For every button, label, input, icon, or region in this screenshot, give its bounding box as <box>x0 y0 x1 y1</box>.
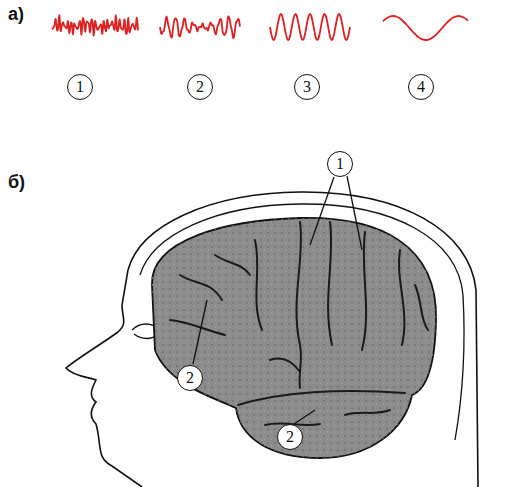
callout-text: 2 <box>196 79 204 95</box>
eeg-wave <box>52 15 138 36</box>
callout-text: 2 <box>286 429 294 445</box>
sulci <box>170 222 428 425</box>
eeg-wave <box>270 14 350 40</box>
brain <box>152 218 436 458</box>
leader-lines <box>193 176 362 424</box>
callout-number: 4 <box>408 74 434 100</box>
panel-label: б) <box>8 172 25 193</box>
head-outline <box>128 192 478 487</box>
callout-text: 3 <box>303 79 311 95</box>
eeg-wave <box>383 16 468 40</box>
callout-number: 2 <box>187 74 213 100</box>
callout-text: 4 <box>417 79 425 95</box>
brain-texture <box>152 218 436 458</box>
panel-label: а) <box>8 4 24 25</box>
callout-text: 2 <box>186 370 194 386</box>
callout-number: 3 <box>294 74 320 100</box>
face-profile <box>66 270 142 487</box>
callout-number: 1 <box>327 151 353 177</box>
callout-text: 1 <box>76 79 84 95</box>
callout-number: 1 <box>67 74 93 100</box>
callout-number: 2 <box>277 424 303 450</box>
callout-number: 2 <box>177 365 203 391</box>
eeg-waves <box>52 14 468 40</box>
callout-text: 1 <box>336 156 344 172</box>
eeg-wave <box>160 16 240 38</box>
